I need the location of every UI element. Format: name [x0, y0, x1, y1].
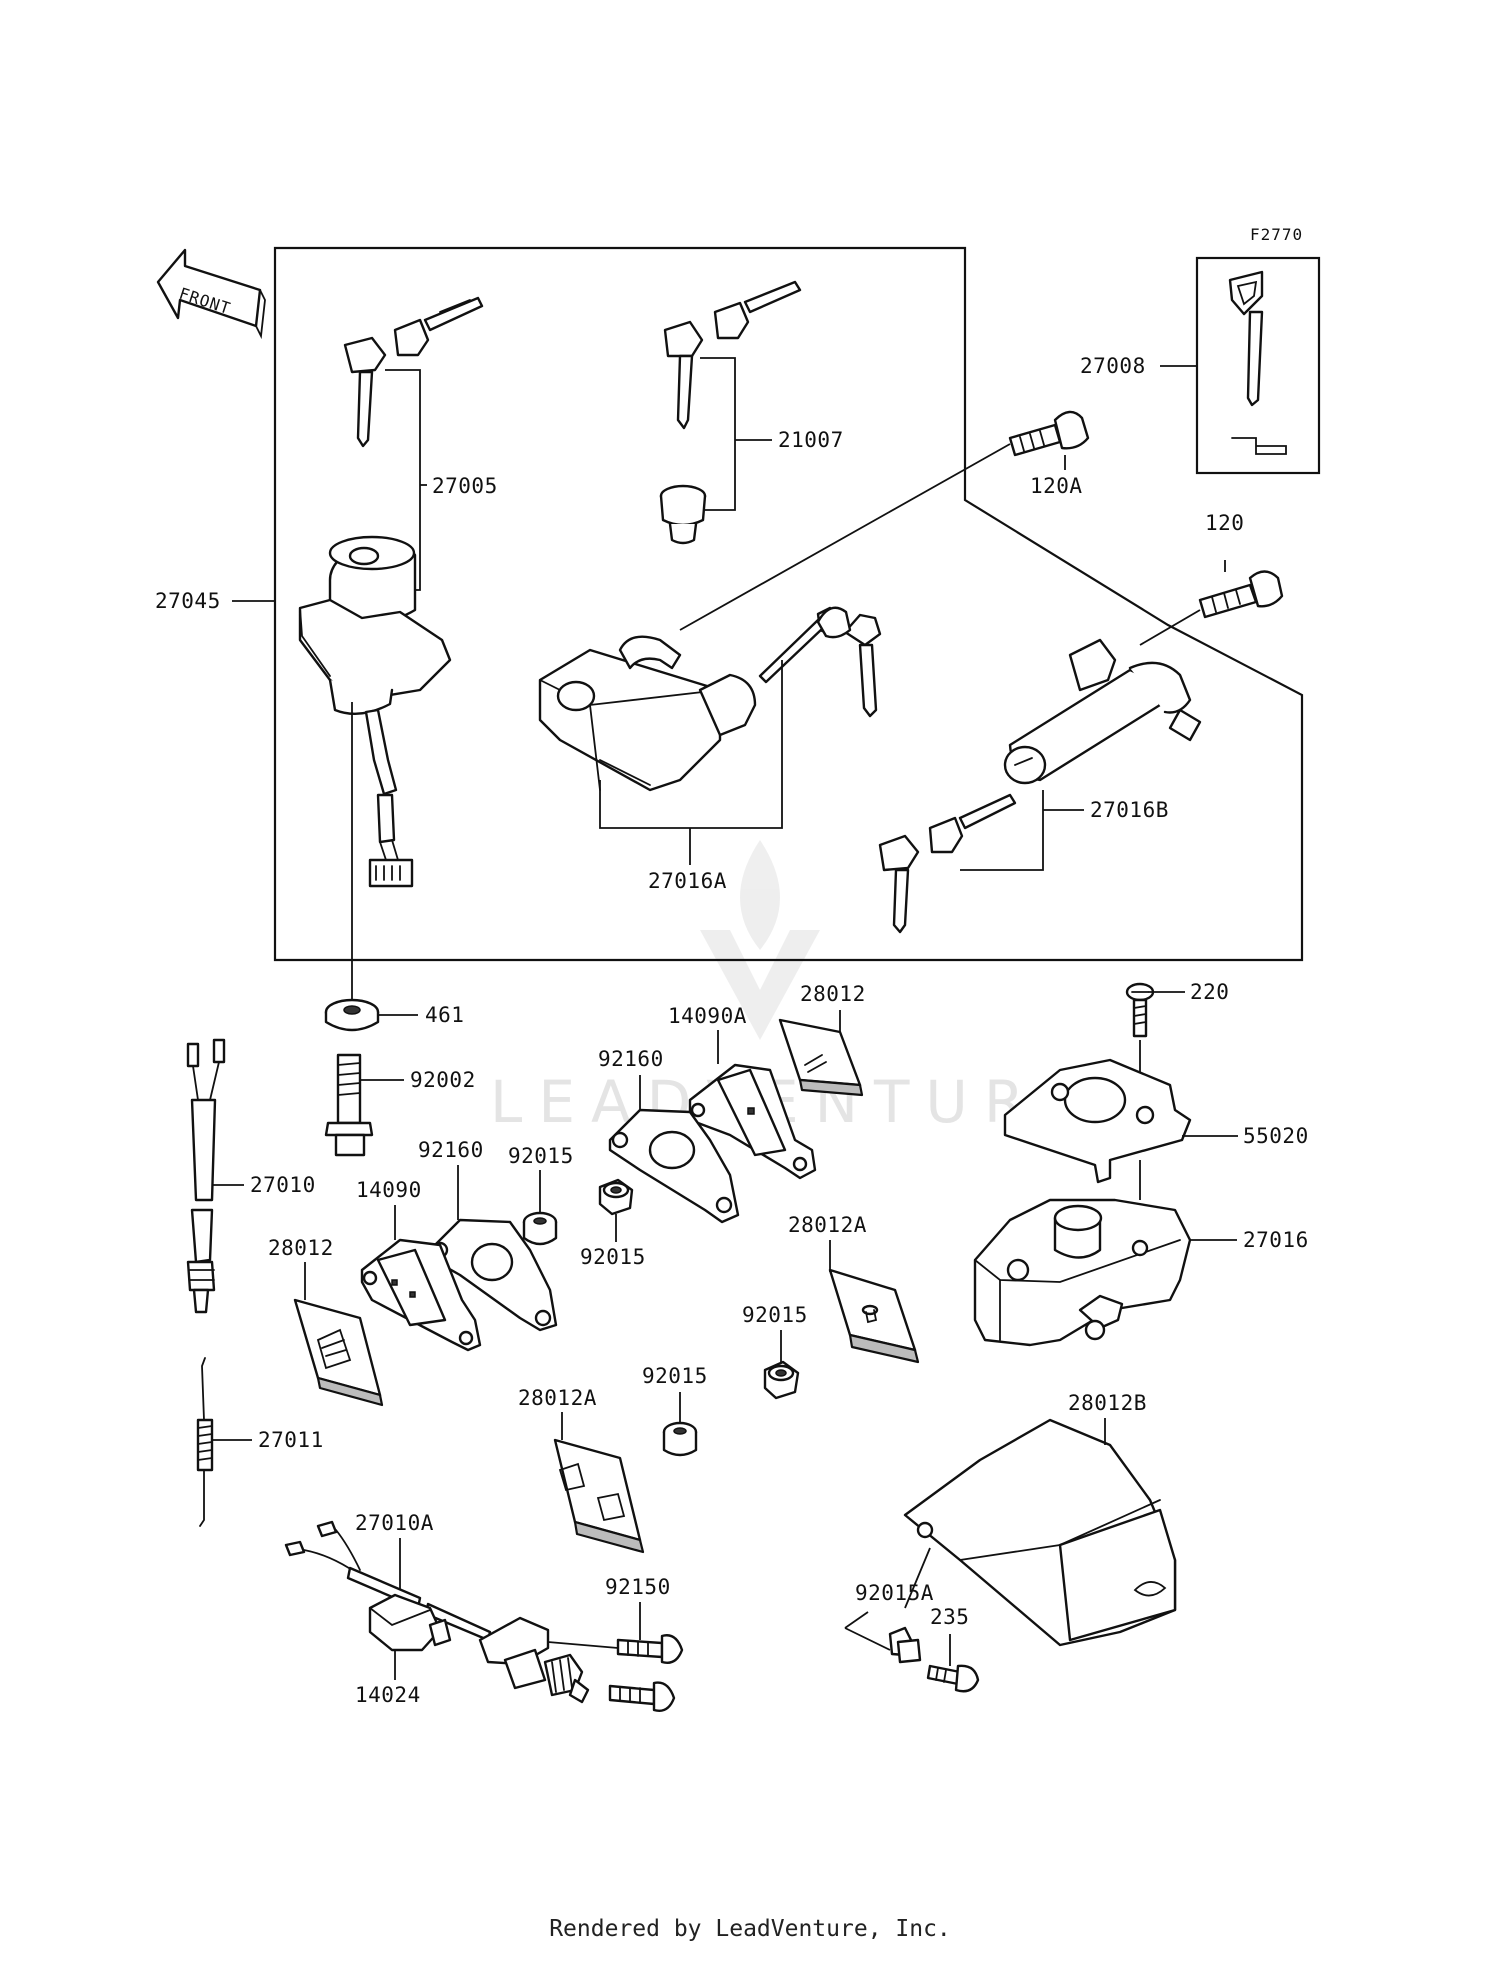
- label-220: 220: [1190, 980, 1229, 1004]
- part-92015-nut-c: [763, 1360, 800, 1400]
- part-27005-keys: [343, 296, 484, 448]
- part-ignition-switch: [298, 535, 452, 888]
- part-14090-bracket: [360, 1238, 482, 1352]
- part-92015-nut-d: [662, 1421, 698, 1457]
- label-120: 120: [1205, 511, 1244, 535]
- part-120-bolt: [1198, 570, 1284, 619]
- label-92160-mid: 92160: [418, 1138, 484, 1162]
- assembly-frame: [273, 246, 1304, 962]
- label-28012A-mid: 28012A: [518, 1386, 597, 1410]
- part-55020-bracket: [1003, 1058, 1192, 1184]
- label-28012B: 28012B: [1068, 1391, 1147, 1415]
- part-28012A-plate-mid: [553, 1438, 645, 1554]
- label-235: 235: [930, 1605, 969, 1629]
- label-28012A-top: 28012A: [788, 1213, 867, 1237]
- part-92015-nut-b: [598, 1178, 634, 1216]
- part-27016A-lock-housing: [538, 635, 757, 792]
- watermark: LEADVENTURE: [490, 840, 1093, 1136]
- front-arrow-icon: FRONT: [156, 248, 266, 340]
- label-461: 461: [425, 1003, 464, 1027]
- label-27016A: 27016A: [648, 869, 727, 893]
- part-92150-bolt-upper: [616, 1634, 684, 1664]
- part-92160-gasket-top: [608, 1108, 740, 1224]
- label-28012-top: 28012: [800, 982, 866, 1006]
- label-14024: 14024: [355, 1683, 421, 1707]
- label-92015-a: 92015: [508, 1144, 574, 1168]
- part-27016-lock-body: [973, 1198, 1192, 1347]
- label-14090: 14090: [356, 1178, 422, 1202]
- part-92002-bolt: [324, 1053, 374, 1157]
- part-14024-switch: [368, 1593, 452, 1652]
- label-28012-left: 28012: [268, 1236, 334, 1260]
- part-28012-plate-left: [293, 1298, 384, 1407]
- label-92160-top: 92160: [598, 1047, 664, 1071]
- part-235-screw: [926, 1664, 980, 1693]
- part-21007-cap: [659, 484, 707, 545]
- part-brake-switch: [478, 1616, 590, 1704]
- label-92002: 92002: [410, 1068, 476, 1092]
- label-14090A: 14090A: [668, 1004, 747, 1028]
- label-27016: 27016: [1243, 1228, 1309, 1252]
- part-28012-plate-top: [778, 1018, 864, 1097]
- part-92015A-collar: [888, 1626, 922, 1664]
- part-27016B-keys: [878, 793, 1017, 934]
- label-92015-c: 92015: [742, 1303, 808, 1327]
- part-461-washer: [324, 998, 380, 1032]
- figure-code: F2770: [1250, 225, 1303, 244]
- label-27010: 27010: [250, 1173, 316, 1197]
- part-92015-nut-a: [522, 1211, 558, 1246]
- label-27045: 27045: [155, 589, 221, 613]
- label-27010A: 27010A: [355, 1511, 434, 1535]
- part-28012B-lamp-cover: [903, 1418, 1177, 1647]
- label-92015A: 92015A: [855, 1581, 934, 1605]
- label-92015-d: 92015: [642, 1364, 708, 1388]
- label-27011: 27011: [258, 1428, 324, 1452]
- label-27005: 27005: [432, 474, 498, 498]
- label-21007: 21007: [778, 428, 844, 452]
- part-28012A-plate-top: [828, 1268, 920, 1364]
- part-27016B-cylinder-lock: [1003, 638, 1202, 785]
- part-220-screw: [1125, 982, 1155, 1038]
- watermark-text: LEADVENTURE: [490, 1068, 1093, 1136]
- part-27011-spring: [196, 1357, 214, 1527]
- part-27008-key-blank: [1195, 256, 1321, 475]
- part-27016A-keys: [758, 606, 882, 718]
- part-21007-keys: [663, 280, 802, 430]
- label-27016B: 27016B: [1090, 798, 1169, 822]
- part-14090A-bracket: [688, 1063, 817, 1180]
- label-92150: 92150: [605, 1575, 671, 1599]
- part-27010-switch-lead: [186, 1038, 226, 1314]
- footer-credit: Rendered by LeadVenture, Inc.: [549, 1916, 951, 1942]
- label-55020: 55020: [1243, 1124, 1309, 1148]
- label-120A: 120A: [1030, 474, 1083, 498]
- label-27008: 27008: [1080, 354, 1146, 378]
- part-120A-bolt: [1008, 410, 1090, 457]
- part-92150-bolt-lower: [608, 1681, 676, 1712]
- label-92015-b: 92015: [580, 1245, 646, 1269]
